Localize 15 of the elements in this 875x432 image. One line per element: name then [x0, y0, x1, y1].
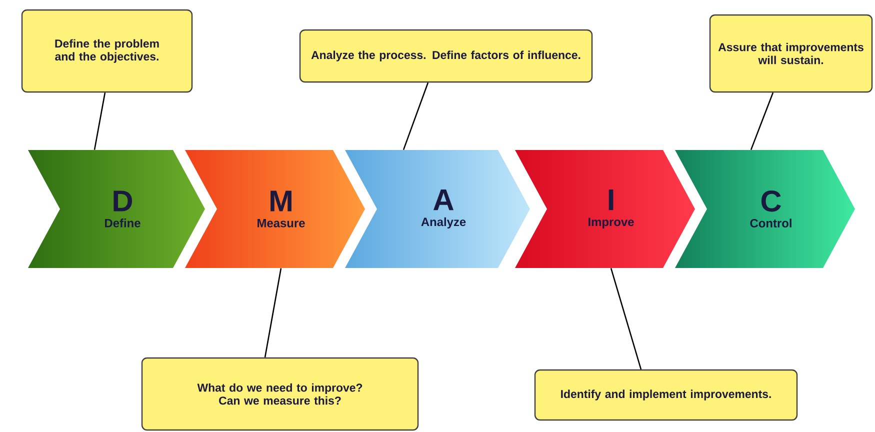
- callout-box: Define the problem and the objectives.: [21, 9, 193, 93]
- chevron-step: C Control: [750, 190, 792, 228]
- leader-line: [610, 268, 642, 370]
- callout-box: What do we need to improve? Can we measure this?: [141, 357, 419, 431]
- chevron-step: D Define: [105, 190, 140, 228]
- leader-line: [94, 92, 106, 150]
- leader-line: [264, 268, 282, 358]
- chevron-step: M Measure: [258, 190, 305, 228]
- leader-line: [402, 82, 429, 150]
- callout-box: Assure that improvements will sustain.: [709, 14, 873, 93]
- callout-box: Analyze the process. Define factors of influence.: [299, 29, 593, 83]
- chevron-step: A Analyze: [421, 190, 466, 228]
- chevron-step: I Improve: [588, 190, 634, 228]
- leader-line: [750, 92, 774, 150]
- callout-box: Identify and implement improvements.: [534, 369, 798, 421]
